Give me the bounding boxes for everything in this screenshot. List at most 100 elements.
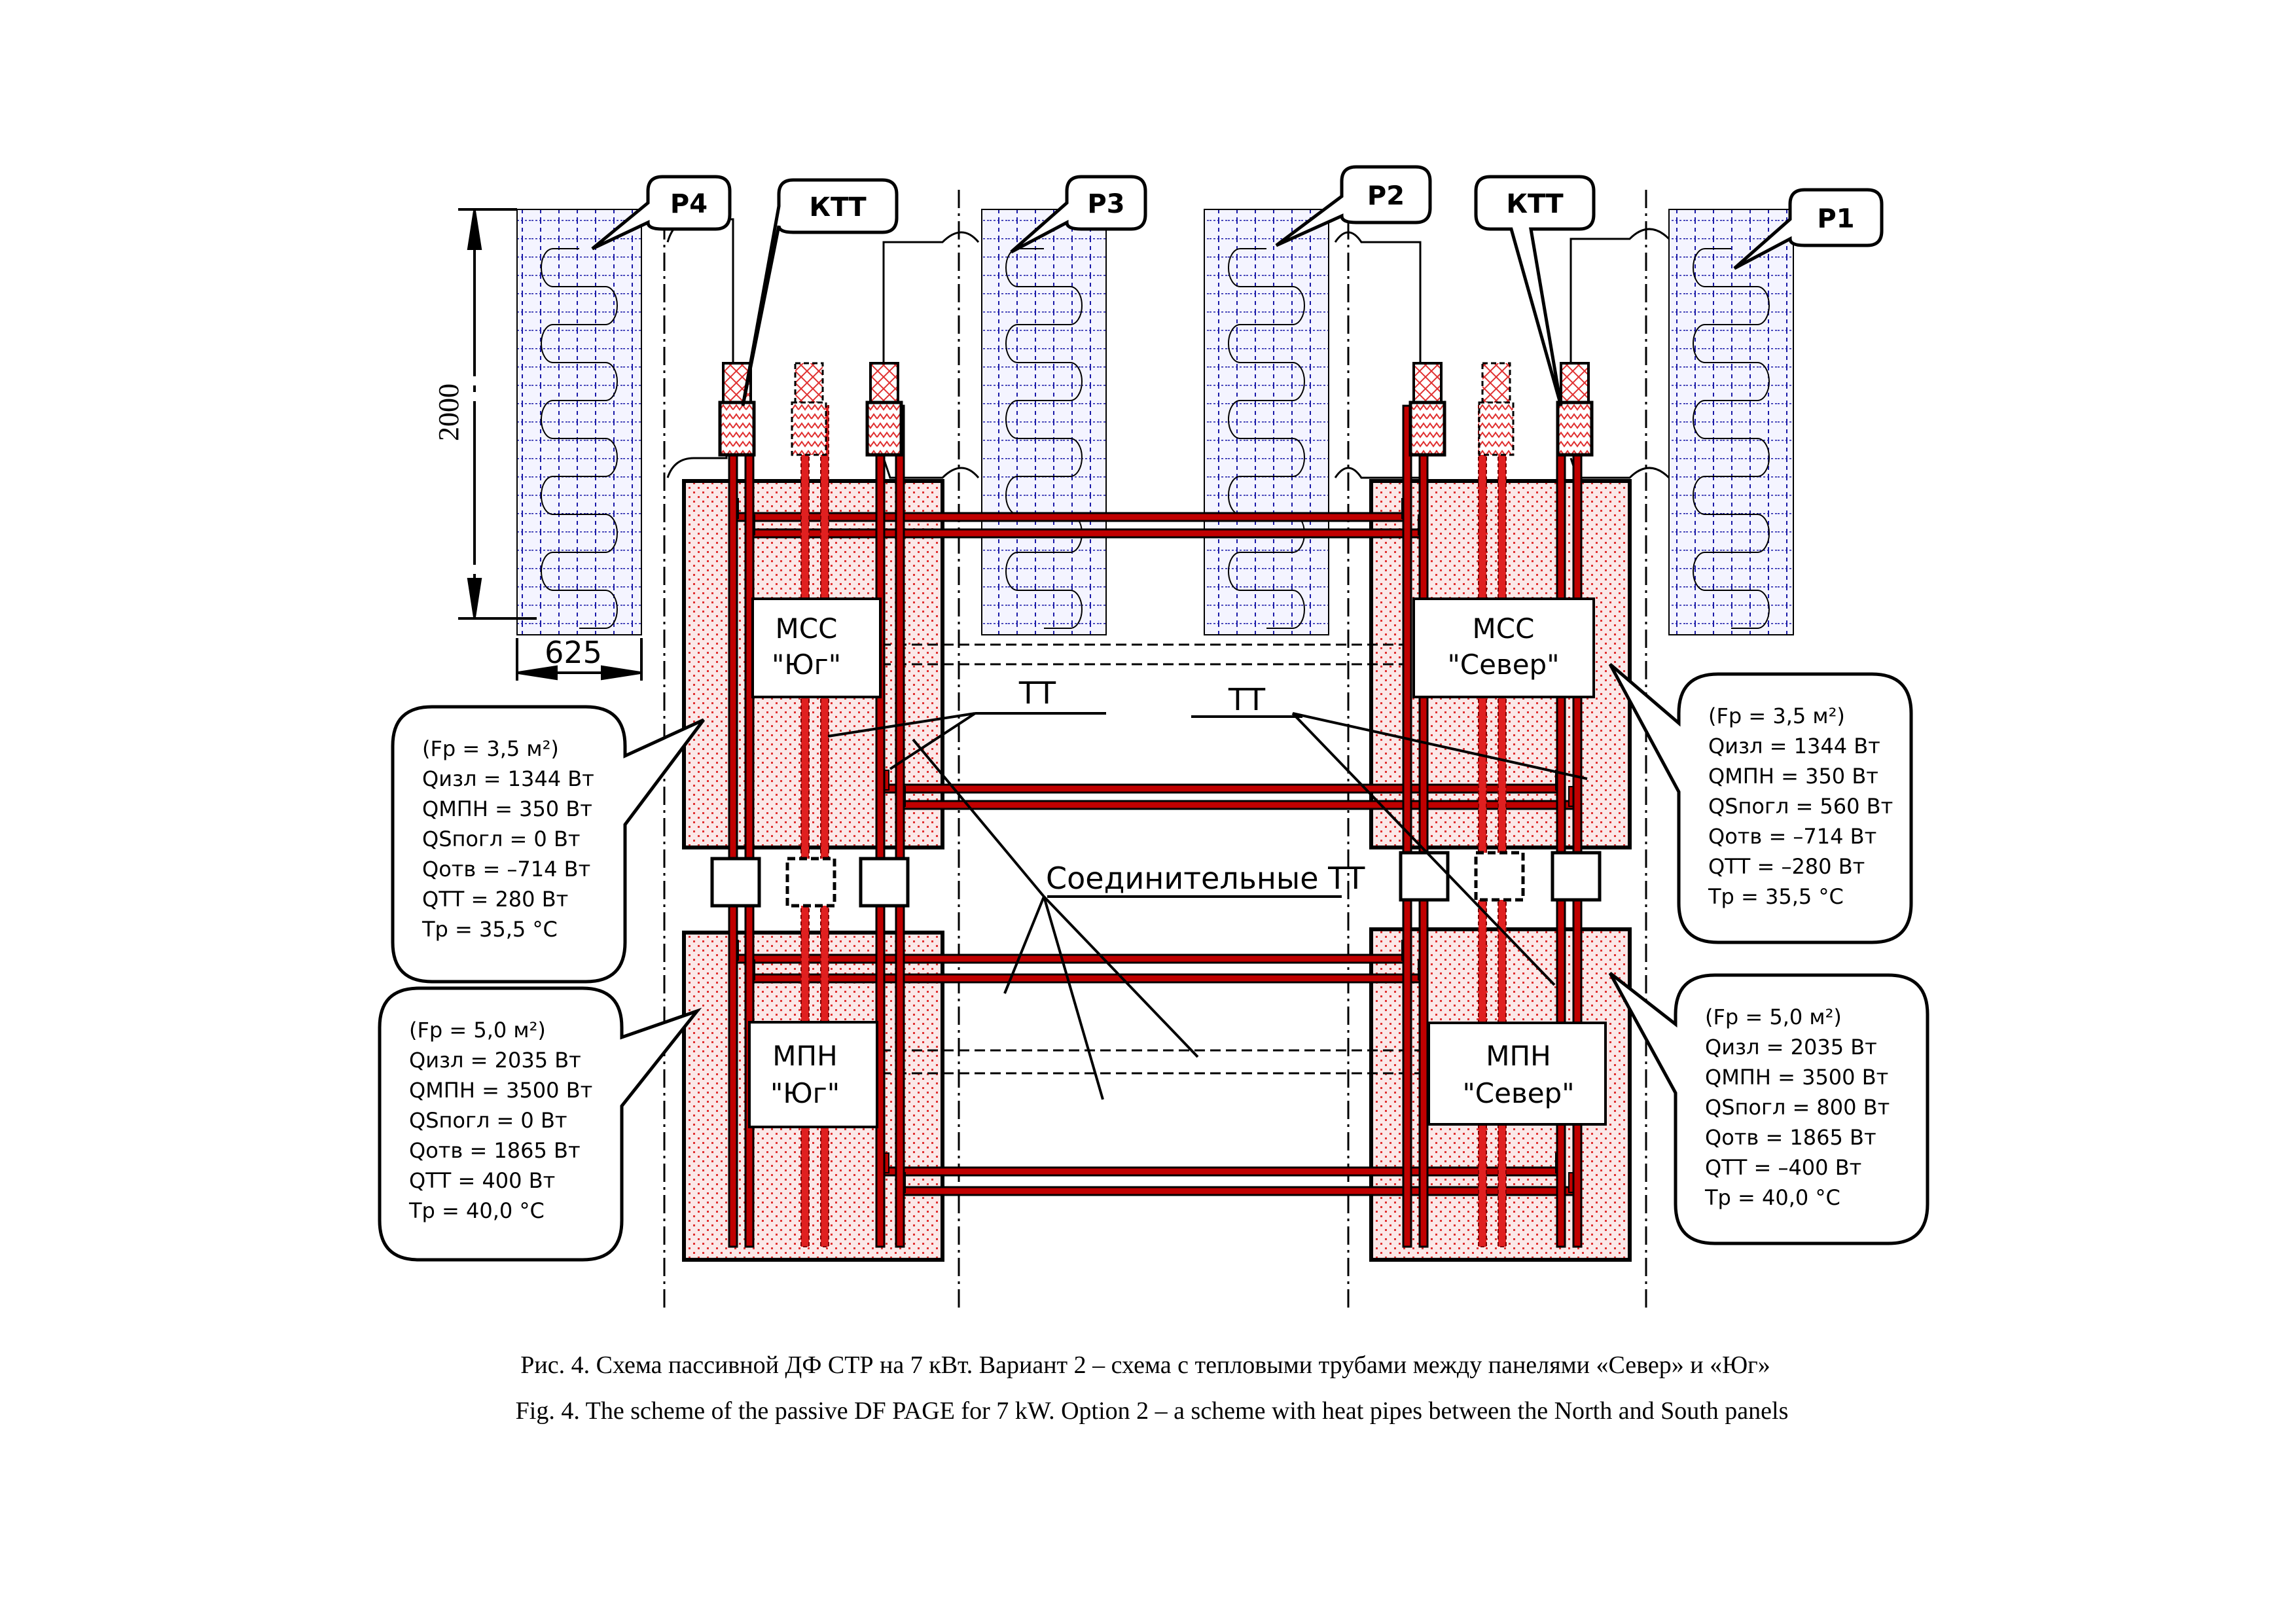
radiator-grid <box>516 209 642 635</box>
collector-heads <box>718 362 1594 457</box>
mcc-south-title: МСС <box>776 613 838 645</box>
head-cap <box>869 362 899 404</box>
info-line: Qизл = 1344 Вт <box>1708 734 1880 758</box>
callout-label: P2 <box>1367 181 1405 211</box>
connecting-heat-pipe <box>882 783 1562 794</box>
callout-label: P1 <box>1817 204 1854 234</box>
collector-head <box>1556 362 1594 457</box>
height-dimension-label: 2000 <box>433 383 465 441</box>
info-line: Tр = 40,0 °C <box>408 1198 545 1223</box>
info-line: Qизл = 2035 Вт <box>1705 1035 1877 1060</box>
tt-leaders <box>827 712 1588 1100</box>
heat-pipe <box>895 404 905 1248</box>
connecting-heat-pipe <box>748 528 1425 539</box>
info-bubble-mcc-north: (Fр = 3,5 м²) Qизл = 1344 Вт QМПН = 350 Вт… <box>1608 663 1913 944</box>
collector-head <box>1478 362 1515 456</box>
callout-label: КТТ <box>809 192 867 223</box>
head-body <box>791 401 827 456</box>
radiator-panel <box>516 209 642 635</box>
mpn-north-label-box <box>1427 1022 1607 1126</box>
info-line: Qотв = 1865 Вт <box>1705 1125 1876 1150</box>
info-line: QМПН = 350 Вт <box>422 796 592 821</box>
info-line: Qизл = 1344 Вт <box>422 766 594 791</box>
info-bubbles: (Fр = 3,5 м²) Qизл = 1344 Вт QМПН = 350 Вт… <box>378 663 1929 1262</box>
connecting-heat-pipe <box>748 973 1425 984</box>
callout-label: P3 <box>1087 189 1124 219</box>
callout-label: P4 <box>670 189 708 219</box>
mpn-north-subtitle: "Север" <box>1462 1077 1574 1109</box>
head-cap <box>794 362 824 404</box>
head-cap <box>1481 362 1511 404</box>
head-body <box>1408 401 1446 457</box>
callout-ktt-left: КТТ <box>741 178 899 406</box>
radiator-grid <box>1204 209 1329 635</box>
connector-box <box>785 857 836 908</box>
info-line: QТТ = –400 Вт <box>1705 1155 1861 1180</box>
head-body <box>1478 401 1515 456</box>
info-bubble-shape <box>378 986 702 1262</box>
collector-head <box>865 362 903 457</box>
connector-box <box>1551 851 1602 902</box>
info-line: QМПН = 3500 Вт <box>1705 1065 1888 1090</box>
head-cap <box>1412 362 1443 404</box>
radiator-panel <box>1204 209 1329 635</box>
info-line: (Fр = 3,5 м²) <box>422 736 559 761</box>
serpentine-tube <box>541 248 618 629</box>
radiator-grid <box>981 209 1107 635</box>
mpn-south-subtitle: "Юг" <box>770 1077 840 1109</box>
connecting-heat-pipe <box>732 954 1408 964</box>
width-dimension-label: 625 <box>545 635 602 670</box>
connector-box <box>1474 851 1525 902</box>
dimension-height <box>458 208 537 620</box>
connector-box <box>859 857 910 908</box>
callout-p1: P1 <box>1733 188 1884 270</box>
connecting-heat-pipe <box>882 1166 1562 1177</box>
connecting-tt-label: Соединительные ТТ <box>1046 861 1365 896</box>
callout-ktt-right: КТТ <box>1474 175 1596 406</box>
radiator-grid <box>1668 209 1794 635</box>
info-line: Tр = 35,5 °C <box>422 917 558 942</box>
head-body <box>865 401 903 457</box>
info-bubble-mpn-north: (Fр = 5,0 м²) Qизл = 2035 Вт QМПН = 3500 В… <box>1608 972 1929 1245</box>
info-line: QSпогл = 560 Вт <box>1708 794 1893 819</box>
connecting-heat-pipe <box>899 1186 1575 1196</box>
info-line: QТТ = –280 Вт <box>1708 854 1865 879</box>
info-line: QМПН = 350 Вт <box>1708 764 1878 789</box>
dimension-width <box>516 638 643 681</box>
heat-pipe <box>1402 404 1412 1248</box>
callout-p4: P4 <box>591 175 732 251</box>
info-line: Tр = 40,0 °C <box>1704 1185 1840 1210</box>
serpentine-tube <box>1693 248 1770 629</box>
info-line: (Fр = 3,5 м²) <box>1708 704 1845 728</box>
info-bubble-shape <box>391 705 705 984</box>
callouts: P4 КТТ P3 P2 КТТ P1 <box>591 165 1884 406</box>
head-body <box>1556 401 1594 457</box>
mcc-south-subtitle: "Юг" <box>772 649 841 681</box>
info-line: Qотв = –714 Вт <box>1708 824 1876 849</box>
info-line: QSпогл = 0 Вт <box>422 827 581 851</box>
mpn-north-title: МПН <box>1486 1040 1551 1072</box>
mpn-south-title: МПН <box>772 1040 837 1072</box>
callout-p3: P3 <box>1010 175 1147 254</box>
callout-bubble <box>1010 175 1147 254</box>
info-line: QТТ = 400 Вт <box>409 1168 555 1193</box>
callout-bubble <box>1275 165 1432 247</box>
connector-box <box>1399 851 1450 902</box>
radiator-panel <box>1668 209 1794 635</box>
info-line: QSпогл = 800 Вт <box>1705 1095 1890 1120</box>
callout-bubble <box>591 175 732 251</box>
collector-head <box>791 362 827 456</box>
connector-boxes <box>710 851 1602 908</box>
info-bubble-shape <box>1608 663 1913 944</box>
callout-p2: P2 <box>1275 165 1432 247</box>
callout-bubble <box>1474 175 1596 406</box>
info-bubble-shape <box>1608 972 1929 1245</box>
tt-label-left: ТТ <box>1018 675 1056 711</box>
info-line: Qотв = –714 Вт <box>422 857 590 882</box>
head-cap <box>1560 362 1590 404</box>
info-line: QSпогл = 0 Вт <box>409 1108 567 1133</box>
info-line: Tр = 35,5 °C <box>1708 884 1844 909</box>
info-line: (Fр = 5,0 м²) <box>1705 1005 1842 1029</box>
